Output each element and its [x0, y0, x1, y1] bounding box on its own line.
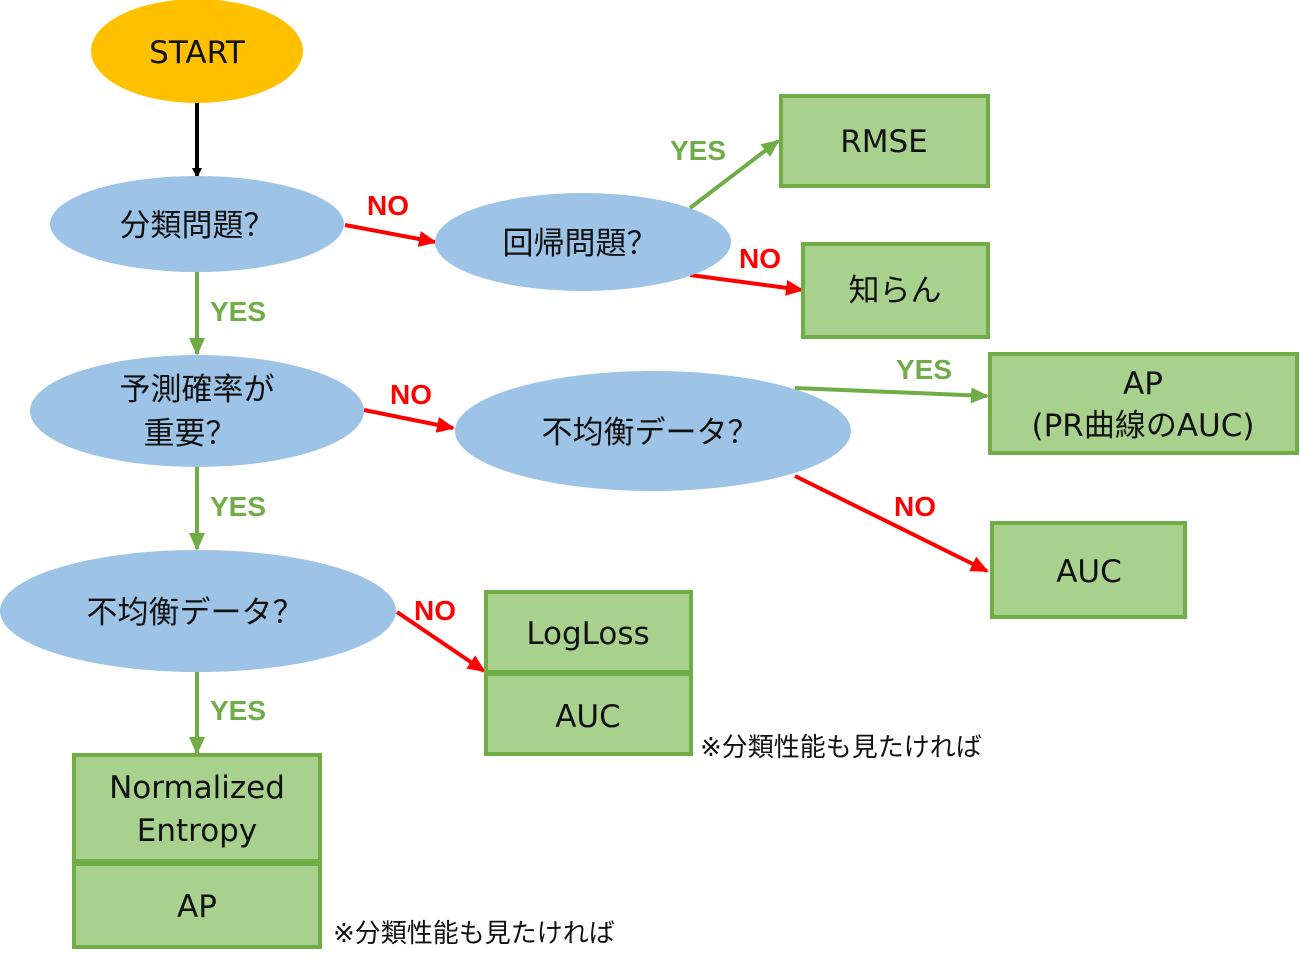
- label-regression-no: NO: [739, 243, 781, 274]
- arrow-imbalanced-left-no: [395, 610, 486, 673]
- decision-imbalanced-right: 不均衡データ？: [455, 371, 851, 491]
- result-auc-sub-label: AUC: [555, 699, 621, 735]
- label-classification-no: NO: [367, 190, 409, 221]
- result-logloss-auc: LogLoss AUC: [484, 590, 693, 756]
- label-classification-yes: YES: [210, 296, 266, 327]
- note-right: ※分類性能も見たければ: [700, 733, 982, 763]
- decision-regression-label: 回帰問題？: [503, 226, 658, 262]
- start-label: START: [149, 35, 246, 71]
- decision-prob-important-line2: 重要？: [144, 416, 237, 452]
- result-ap-pr-line2: (PR曲線のAUC): [1032, 408, 1255, 444]
- result-ne-line2: Entropy: [137, 813, 257, 849]
- result-ne-line1: Normalized: [109, 770, 285, 806]
- result-unknown-label: 知らん: [849, 273, 942, 309]
- arrow-regression-yes: [688, 139, 780, 210]
- note-bottom: ※分類性能も見たければ: [333, 919, 615, 949]
- result-rmse-label: RMSE: [840, 124, 928, 160]
- result-ne-ap: Normalized Entropy AP: [72, 753, 322, 949]
- label-prob-no: NO: [390, 379, 432, 410]
- decision-prob-important: 予測確率が 重要？: [30, 355, 364, 467]
- label-imbalanced-right-yes: YES: [896, 354, 952, 385]
- decision-regression: 回帰問題？: [435, 193, 731, 291]
- label-imbalanced-left-yes: YES: [210, 695, 266, 726]
- label-imbalanced-left-no: NO: [414, 595, 456, 626]
- decision-classification-label: 分類問題？: [120, 208, 275, 244]
- arrow-imbalanced-right-no: [794, 474, 989, 573]
- result-ap-sub-label: AP: [177, 889, 217, 925]
- result-unknown: 知らん: [801, 242, 990, 339]
- result-auc: AUC: [990, 521, 1187, 619]
- label-imbalanced-right-no: NO: [894, 491, 936, 522]
- result-rmse: RMSE: [779, 94, 990, 188]
- arrow-prob-no: [363, 408, 455, 433]
- decision-classification: 分類問題？: [50, 176, 344, 272]
- arrow-regression-no: [689, 273, 804, 296]
- label-regression-yes: YES: [670, 135, 726, 166]
- arrow-imbalanced-right-yes: [794, 386, 989, 404]
- decision-imbalanced-left: 不均衡データ？: [0, 550, 396, 672]
- arrow-classification-no: [344, 223, 437, 247]
- decision-imbalanced-right-label: 不均衡データ？: [542, 415, 759, 451]
- label-prob-yes: YES: [210, 491, 266, 522]
- start-node: START: [91, 0, 303, 103]
- decision-imbalanced-left-label: 不均衡データ？: [87, 595, 304, 631]
- result-auc-label: AUC: [1056, 554, 1122, 590]
- result-logloss-label: LogLoss: [526, 616, 649, 652]
- result-ap-pr: AP (PR曲線のAUC): [988, 352, 1299, 455]
- decision-prob-important-line1: 予測確率が: [120, 372, 275, 408]
- result-ap-pr-line1: AP: [1123, 366, 1163, 402]
